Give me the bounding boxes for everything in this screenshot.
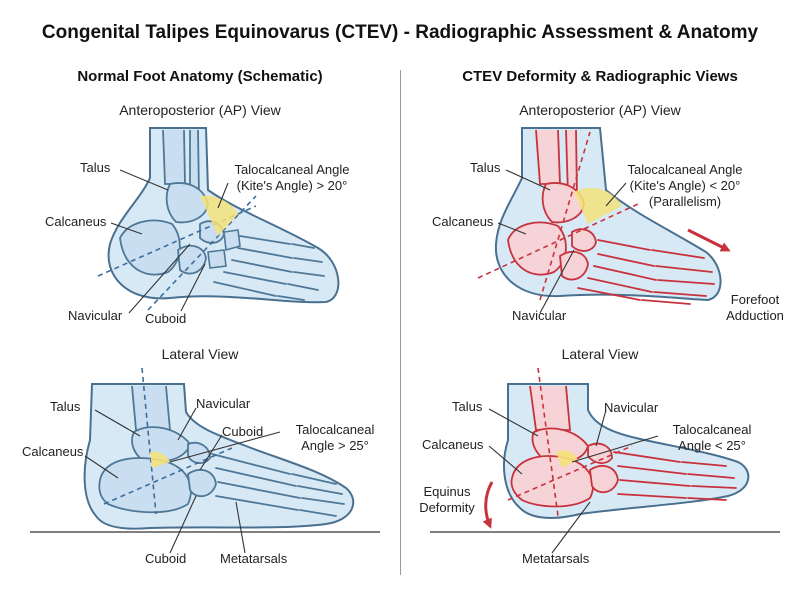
normal-lateral-cuboid-top-label: Cuboid	[222, 424, 264, 439]
normal-lateral-metatarsals	[211, 453, 345, 517]
ctev-ap-navicular-bone	[571, 228, 597, 252]
panel-divider	[400, 70, 401, 575]
ctev-ap-calcaneus-label: Calcaneus	[432, 214, 494, 229]
ctev-lateral-cuboid-bone	[589, 465, 619, 494]
ctev-ap-skin	[494, 127, 722, 302]
normal-lateral-view-title: Lateral View	[161, 346, 239, 362]
normal-lateral-metatarsals-label: Metatarsals	[220, 551, 288, 566]
ctev-ap-adduction-arrow	[687, 228, 731, 252]
normal-ap-talus-bone	[165, 182, 209, 224]
normal-lateral-calcaneus-bone	[98, 457, 192, 514]
ctev-lateral-talus-label: Talus	[452, 399, 483, 414]
ctev-ap-angle-label-3: (Parallelism)	[648, 194, 722, 209]
ctev-ap-metatarsals	[577, 239, 715, 305]
ctev-lateral-equinus-label-2: Deformity	[419, 500, 475, 515]
ctev-lateral-foot	[430, 367, 780, 533]
ctev-equinus-arrow	[482, 481, 494, 529]
normal-ap-view-title: Anteroposterior (AP) View	[119, 102, 281, 118]
main-title: Congenital Talipes Equinovarus (CTEV) - …	[41, 22, 759, 43]
normal-ap-cuboid-bone	[177, 244, 207, 275]
normal-ap-kite-angle	[200, 195, 238, 236]
leader-lines	[84, 169, 659, 554]
ctev-lateral-tibial-axis	[537, 367, 559, 517]
ctev-lateral-calcaneal-axis	[507, 445, 633, 501]
ctev-lateral-calcaneus-label: Calcaneus	[422, 437, 484, 452]
ctev-ap-angle-label-2: (Kite's Angle) < 20°	[629, 178, 741, 193]
ctev-lateral-angle-label-2: Angle < 25°	[678, 438, 746, 453]
ctev-lateral-metatarsals	[613, 451, 737, 501]
normal-ap-tibia	[162, 129, 186, 185]
normal-lateral-foot	[30, 367, 380, 533]
normal-ap-calcaneus-label: Calcaneus	[45, 214, 107, 229]
normal-ap-angle-label-1: Talocalcaneal Angle	[234, 162, 350, 177]
ctev-ap-navicular-label: Navicular	[512, 308, 567, 323]
ctev-ap-calcaneal-axis	[477, 203, 639, 279]
ctev-lateral-angle	[556, 450, 578, 468]
normal-lateral-tibia	[131, 385, 171, 431]
normal-lateral-cuboid-bottom-label: Cuboid	[145, 551, 187, 566]
normal-ap-talar-axis	[147, 195, 257, 311]
normal-ap-foot	[97, 127, 340, 311]
ctev-ap-forefoot-label-2: Adduction	[726, 308, 784, 323]
normal-ap-talus-label: Talus	[80, 160, 111, 175]
normal-lateral-angle	[150, 451, 170, 468]
ctev-lateral-angle-label-1: Talocalcaneal	[672, 422, 752, 437]
normal-lateral-angle-label-1: Talocalcaneal	[295, 422, 375, 437]
normal-ap-navicular-label: Navicular	[68, 308, 123, 323]
ctev-lateral-tibia	[529, 385, 571, 431]
ctev-lateral-equinus-label-1: Equinus	[423, 484, 471, 499]
normal-ap-metatarsals	[213, 235, 325, 301]
ctev-ap-cuboid-bone	[559, 250, 589, 281]
ctev-ap-talus-label: Talus	[470, 160, 501, 175]
ctev-ap-angle-label-1: Talocalcaneal Angle	[627, 162, 743, 177]
normal-lateral-talus-label: Talus	[50, 399, 81, 414]
ctev-ap-tibia	[535, 129, 561, 185]
ctev-ap-talar-axis	[539, 131, 591, 301]
ctev-lateral-navicular-label: Navicular	[604, 400, 659, 415]
normal-ap-cuboid-label: Cuboid	[145, 311, 187, 326]
ctev-lateral-view-title: Lateral View	[561, 346, 639, 362]
normal-ap-angle-label-2: (Kite's Angle) > 20°	[236, 178, 348, 193]
normal-lateral-cuboid-bone	[187, 469, 217, 498]
ctev-ap-kite-angle	[574, 187, 622, 224]
normal-lateral-tibial-axis	[141, 367, 157, 515]
normal-lateral-navicular-label: Navicular	[196, 396, 251, 411]
normal-lateral-calcaneus-label: Calcaneus	[22, 444, 84, 459]
ctev-ap-forefoot-label-1: Forefoot	[730, 292, 780, 307]
normal-panel-title: Normal Foot Anatomy (Schematic)	[77, 68, 323, 85]
normal-lateral-navicular-bone	[187, 441, 211, 464]
ctev-ap-foot	[477, 127, 731, 305]
ctev-ap-talus-bone	[541, 182, 585, 224]
normal-lateral-angle-label-2: Angle > 25°	[301, 438, 369, 453]
normal-lateral-talus-bone	[131, 426, 191, 463]
normal-ap-cuneiforms	[207, 229, 241, 269]
ctev-ap-view-title: Anteroposterior (AP) View	[519, 102, 681, 118]
ctev-lateral-metatarsals-label: Metatarsals	[522, 551, 590, 566]
ctev-panel-title: CTEV Deformity & Radiographic Views	[462, 68, 738, 85]
